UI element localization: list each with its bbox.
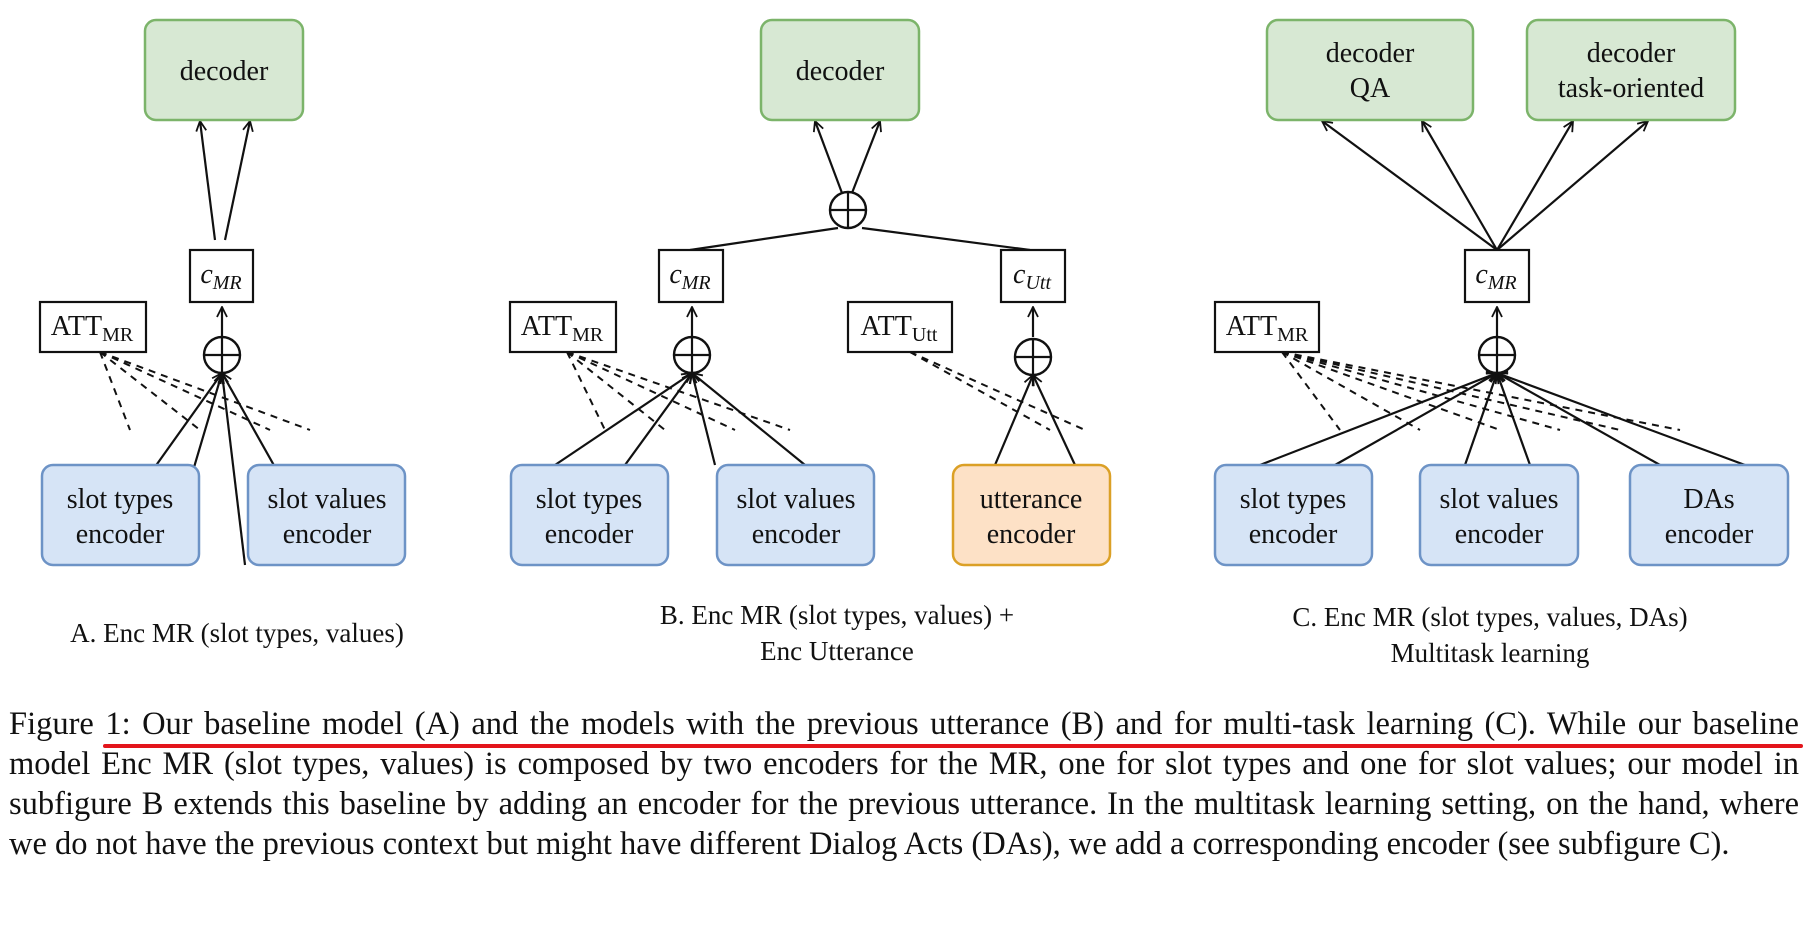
panel-a-attention-box [38, 300, 148, 354]
panel-c-decoder-task-line2: task-oriented [1558, 73, 1704, 104]
figure-caption-text: Figure 1: Our baseline model (A) and the… [9, 706, 1799, 862]
panel-b-utterance-encoder [951, 463, 1112, 567]
panel-a-caption: A. Enc MR (slot types, values) [70, 618, 404, 648]
panel-b-attention-mr-box [508, 300, 618, 354]
panel-b-slot-types-line2: encoder [545, 519, 634, 550]
panel-c-caption-line2: Multitask learning [1391, 638, 1590, 668]
panel-b-slot-types-encoder [509, 463, 670, 567]
panel-c-decoder-task-box [1525, 18, 1737, 122]
panel-c-slot-values-line2: encoder [1455, 519, 1544, 550]
panel-a-context-box [188, 248, 255, 304]
panel-b-slot-values-line2: encoder [752, 519, 841, 550]
panel-c-das-encoder [1628, 463, 1790, 567]
panel-c-decoder-task-line1: decoder [1587, 38, 1676, 69]
panel-b-context-utt-box [999, 248, 1067, 304]
panel-b-decoder-label: decoder [796, 56, 885, 87]
panel-c-slot-values-encoder [1418, 463, 1580, 567]
panel-c-context-label: cMR [1475, 259, 1516, 294]
panel-c-das-line1: DAs [1683, 484, 1734, 515]
panel-b-utterance-line2: encoder [987, 519, 1076, 550]
panel-b-utt-oplus [1013, 337, 1053, 377]
panel-b-utterance-line1: utterance [980, 484, 1083, 515]
panel-a-decoder-box [143, 18, 305, 122]
panel-b-connections [554, 121, 1086, 466]
panel-a-slot-values-encoder [246, 463, 407, 567]
panel-b-context-mr-box [657, 248, 725, 304]
panel-b-context-utt-label: cUtt [1013, 259, 1051, 294]
panel-b-attention-mr-label: ATTMR [521, 311, 604, 346]
panel-a: decoder cMR ATTMR slot types encoder slo… [38, 18, 407, 648]
figure-caption: Figure 1: Our baseline model (A) and the… [9, 704, 1799, 864]
panel-c-decoder-qa-box [1265, 18, 1475, 122]
panel-c-slot-types-line2: encoder [1249, 519, 1338, 550]
panel-c-attention-label: ATTMR [1226, 311, 1309, 346]
panel-b: decoder cMR cUtt ATTMR ATTUtt slot types… [508, 18, 1112, 666]
panel-c-decoder-qa-line1: decoder [1326, 38, 1415, 69]
panel-c-decoder-qa-line2: QA [1350, 73, 1391, 104]
panel-a-slot-types-line1: slot types [67, 484, 174, 515]
panel-b-caption-line1: B. Enc MR (slot types, values) + [660, 600, 1014, 630]
panel-c-connections [1259, 121, 1746, 467]
panel-b-mr-oplus [672, 335, 712, 375]
panel-b-slot-values-encoder [715, 463, 876, 567]
panel-a-slot-values-line2: encoder [283, 519, 372, 550]
panel-c-caption-line1: C. Enc MR (slot types, values, DAs) [1292, 602, 1687, 632]
panel-a-slot-types-line2: encoder [76, 519, 165, 550]
panel-c-attention-box [1213, 300, 1321, 354]
panel-c-context-box [1463, 248, 1531, 304]
model-diagram-figure: decoder cMR ATTMR slot types encoder slo… [38, 18, 1790, 668]
panel-c-das-line2: encoder [1665, 519, 1754, 550]
panel-a-attention-label: ATTMR [51, 311, 134, 346]
panel-b-decoder-box [759, 18, 921, 122]
panel-c-slot-types-encoder [1213, 463, 1374, 567]
panel-a-slot-values-line1: slot values [268, 484, 387, 515]
panel-b-top-oplus [828, 190, 868, 230]
panel-b-caption-line2: Enc Utterance [760, 636, 914, 666]
panel-b-slot-values-line1: slot values [737, 484, 856, 515]
panel-c-slot-types-line1: slot types [1240, 484, 1347, 515]
panel-a-oplus [202, 335, 242, 375]
panel-a-slot-types-encoder [40, 463, 201, 567]
panel-b-attention-utt-box [846, 300, 954, 354]
panel-b-context-mr-label: cMR [669, 259, 710, 294]
panel-c-oplus [1477, 335, 1517, 375]
panel-b-attention-utt-label: ATTUtt [861, 311, 938, 346]
panel-c-slot-values-line1: slot values [1440, 484, 1559, 515]
panel-a-decoder-label: decoder [180, 56, 269, 87]
red-underline-annotation [103, 744, 1803, 748]
panel-a-context-label: cMR [200, 259, 241, 294]
panel-c: decoder QA decoder task-oriented cMR ATT… [1213, 18, 1790, 668]
panel-b-slot-types-line1: slot types [536, 484, 643, 515]
